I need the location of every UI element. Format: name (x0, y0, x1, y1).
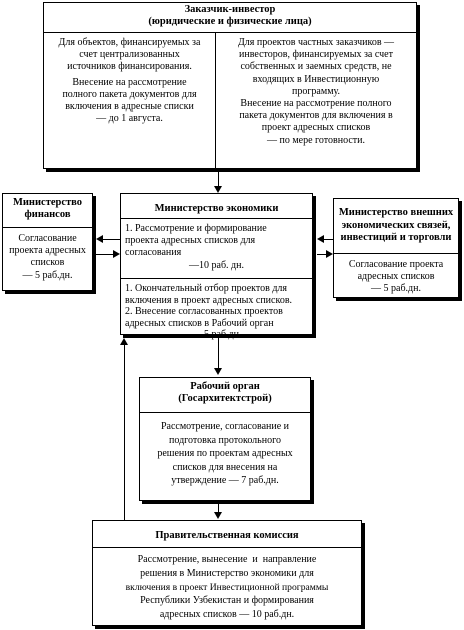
working-body-line: решения по проектам адресных (157, 448, 293, 460)
arrow-economy-to-foreign-head (326, 250, 333, 258)
investor-right-column: Для проектов частных заказчиков — инвест… (216, 35, 416, 149)
finance-body-line: Согласование (18, 233, 77, 244)
investor-title-line2: (юридические и физические лица) (148, 16, 312, 27)
arrow-foreign-to-economy-line (323, 239, 333, 240)
investor-left-line: счет централизованных (79, 49, 180, 61)
investor-left-line: — до 1 августа. (96, 113, 163, 125)
arrow-finance-to-economy-head (113, 250, 120, 258)
working-body-line: подготовка протокольного (169, 434, 281, 446)
working-body-text: Рассмотрение, согласование и подготовка … (140, 418, 310, 490)
finance-title: Министерство финансов (3, 194, 92, 224)
foreign-trade-title: Министерство внешних экономических связе… (334, 199, 458, 248)
economy-sec2-line: 1. Окончательный отбор проектов для (125, 283, 288, 294)
foreign-body-line: адресных списков (357, 271, 435, 283)
arrow-commission-to-economy-line (124, 344, 125, 520)
arrow-economy-to-finance-head (96, 235, 103, 243)
arrow-commission-to-economy-head (120, 338, 128, 345)
arrow-investor-to-economy-head (214, 186, 222, 193)
commission-body: Рассмотрение, вынесение и направление ре… (93, 551, 361, 624)
investor-right-line: собственных и заемных средств, не (240, 61, 392, 73)
arrow-working-to-commission-line (218, 504, 219, 513)
finance-body-line: — 5 раб.дн. (22, 269, 73, 281)
finance-title-line1: Министерство (12, 197, 83, 208)
economy-sec1-line: проекта адресных списков для (125, 235, 256, 247)
economy-box: Министерство экономики 1. Рассмотрение и… (120, 193, 313, 340)
investor-right-line: входящих в Инвестиционную (252, 73, 380, 85)
investor-right-line: программу. (291, 85, 341, 97)
working-body-line: Рассмотрение, согласование и (160, 421, 290, 432)
finance-body-line: списков (30, 257, 65, 269)
investor-left-line: Для объектов, финансируемых за (58, 37, 201, 48)
finance-box: Министерство финансов Согласование проек… (2, 193, 93, 291)
arrow-economy-to-foreign-line (317, 254, 327, 255)
economy-section-2: 1. Окончательный отбор проектов для вклю… (121, 281, 312, 343)
investor-right-line: — по мере готовности. (267, 134, 365, 146)
economy-title: Министерство экономики (154, 203, 279, 214)
commission-title: Правительственная комиссия (155, 530, 299, 541)
commission-body-line: адресных списков — 10 раб.дн. (159, 609, 295, 621)
investor-left-line: Внесение на рассмотрение (72, 76, 187, 88)
working-title-line2: (Госархитектстрой) (178, 393, 272, 404)
investor-right-line: Для проектов частных заказчиков — (237, 37, 395, 48)
economy-sec2-line: адресных списков в Рабочий орган (125, 317, 274, 329)
investor-right-line: проект адресных списков (261, 122, 371, 134)
investor-right-line: пакета документов для включения в (239, 110, 393, 122)
arrow-economy-to-working-head (214, 368, 222, 375)
investor-right-line: инвесторов, финансируемых за счет (239, 49, 393, 61)
commission-body-line: включения в проект Инвестиционной програ… (125, 581, 329, 593)
foreign-title-line1: Министерство внешних (338, 207, 454, 218)
arrow-investor-to-economy-line (218, 172, 219, 187)
arrow-working-to-commission-head (214, 512, 222, 519)
foreign-body-line: — 5 раб.дн. (371, 283, 421, 295)
arrow-finance-to-economy-line (96, 254, 114, 255)
investor-left-line: включения в адресные списки (65, 101, 194, 113)
working-body-box: Рабочий орган (Госархитектстрой) Рассмот… (139, 377, 311, 501)
finance-body-line: проекта адресных (9, 245, 86, 257)
investor-left-column: Для объектов, финансируемых за счет цент… (44, 35, 215, 127)
investor-title: Заказчик-инвестор (юридические и физичес… (44, 3, 416, 31)
foreign-title-line2: экономических связей, (341, 219, 451, 231)
foreign-trade-box: Министерство внешних экономических связе… (333, 198, 459, 298)
commission-body-line: Республики Узбекистан и формирования (140, 595, 314, 607)
working-body-title: Рабочий орган (Госархитектстрой) (140, 378, 310, 408)
finance-body: Согласование проекта адресных списков — … (3, 231, 92, 284)
investor-box: Заказчик-инвестор (юридические и физичес… (43, 2, 417, 169)
economy-sec1-line: —10 раб. дн. (189, 259, 244, 271)
investor-right-line: Внесение на рассмотрение полного (240, 98, 392, 110)
economy-sec2-line: — 5 раб.дн. (191, 329, 242, 340)
investor-left-line: полного пакета документов для (62, 88, 197, 100)
working-title-line1: Рабочий орган (190, 381, 260, 392)
arrow-economy-to-finance-line (101, 239, 120, 240)
foreign-body-line: Согласование проекта (348, 259, 444, 270)
working-body-line: списков для внесения на (172, 461, 278, 473)
arrow-foreign-to-economy-head (317, 235, 324, 243)
foreign-trade-body: Согласование проекта адресных списков — … (334, 257, 458, 298)
investor-left-line: источников финансирования. (67, 61, 192, 73)
economy-sec2-line: включения в проект адресных списков. (125, 294, 293, 306)
commission-body-line: Рассмотрение, вынесение и направление (137, 554, 317, 565)
finance-title-line2: финансов (24, 209, 71, 220)
economy-sec1-line: 1. Рассмотрение и формирование (125, 223, 267, 234)
arrow-economy-to-working-line (218, 338, 219, 368)
economy-section-1: 1. Рассмотрение и формирование проекта а… (121, 221, 312, 274)
investor-title-line1: Заказчик-инвестор (184, 4, 276, 15)
working-body-line: утверждение — 7 раб.дн. (171, 475, 279, 487)
commission-box: Правительственная комиссия Рассмотрение,… (92, 520, 362, 626)
economy-sec2-line: 2. Внесение согласованных проектов (125, 306, 283, 317)
economy-sec1-line: согласования (125, 247, 182, 259)
foreign-title-line3: инвестиций и торговли (340, 232, 452, 243)
commission-body-line: решения в Министерство экономики для (140, 567, 314, 579)
